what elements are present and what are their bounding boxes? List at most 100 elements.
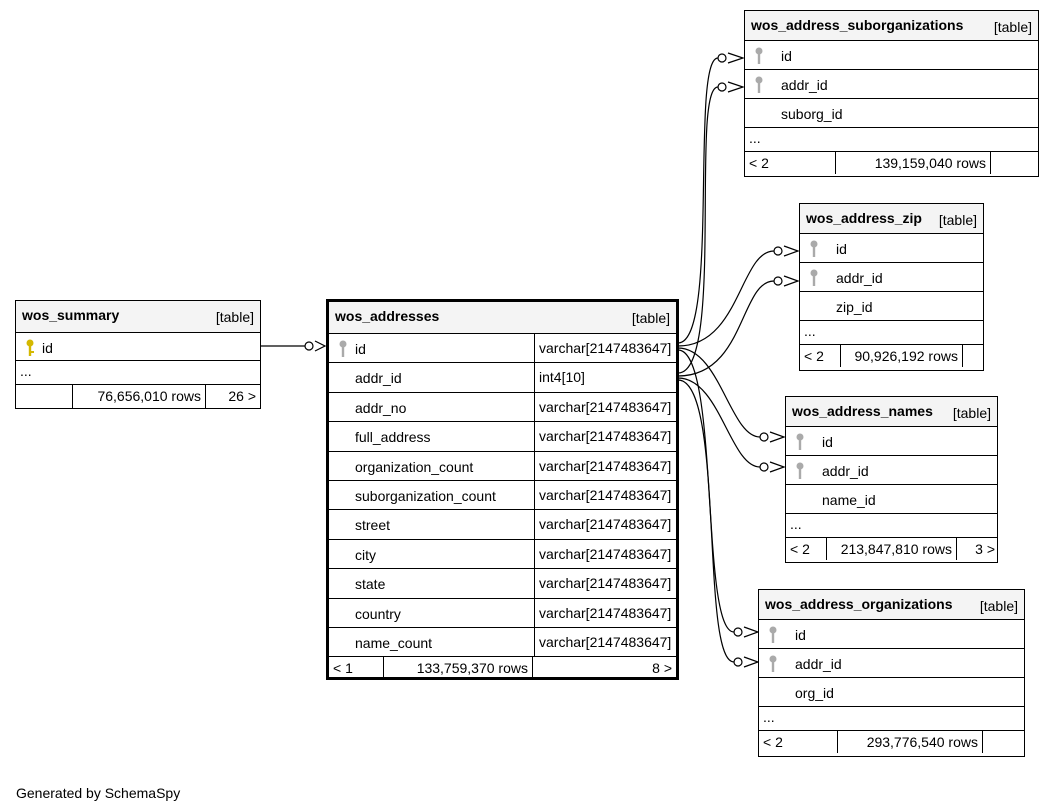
table-kind: [table] (993, 19, 1032, 35)
column-name: city (355, 546, 376, 563)
column-name: addr_id (795, 656, 842, 672)
table-header: wos_summary [table] (16, 301, 260, 333)
column-row: name_id (786, 485, 997, 514)
column-name: organization_count (355, 458, 474, 475)
table-header: wos_addresses [table] (329, 302, 676, 334)
children-count: 3 > (956, 538, 999, 560)
key-icon (755, 47, 763, 64)
column-row: state varchar[2147483647] (329, 569, 676, 599)
column-row: addr_id (786, 456, 997, 485)
table-kind: [table] (631, 310, 670, 326)
column-row: id (800, 234, 983, 263)
column-row: addr_id (745, 70, 1038, 99)
column-row: id (16, 333, 260, 361)
table-wos-address-suborganizations[interactable]: wos_address_suborganizations [table] id add… (744, 10, 1039, 177)
column-name: id (822, 434, 833, 450)
column-name: addr_id (822, 463, 869, 479)
table-wos-addresses[interactable]: wos_addresses [table] id varchar[21474836… (326, 299, 679, 681)
row-count: 90,926,192 rows (840, 345, 962, 367)
key-icon (796, 462, 804, 479)
table-name: wos_address_zip (806, 210, 922, 226)
more-columns: ... (745, 128, 1038, 152)
table-name: wos_address_organizations (765, 596, 953, 612)
column-row: org_id (759, 678, 1024, 707)
table-name: wos_addresses (335, 308, 440, 324)
children-count: 26 > (205, 385, 260, 408)
column-type: varchar[2147483647] (534, 334, 676, 363)
column-name: suborganization_count (355, 487, 496, 504)
table-wos-address-zip[interactable]: wos_address_zip [table] id addr_id zip_id...… (799, 203, 984, 371)
parents-count: < 2 (790, 541, 810, 557)
table-header: wos_address_names[table] (786, 397, 997, 427)
table-footer: < 2 139,159,040 rows (745, 152, 1038, 174)
row-count: 213,847,810 rows (826, 538, 956, 560)
table-header: wos_address_organizations[table] (759, 590, 1024, 620)
more-columns: ... (800, 321, 983, 345)
parents-count: < 2 (763, 734, 783, 750)
column-type: varchar[2147483647] (534, 510, 676, 539)
column-row: addr_no varchar[2147483647] (329, 392, 676, 423)
column-name: addr_id (355, 370, 402, 387)
more-columns: ... (786, 514, 997, 538)
table-name: wos_summary (22, 307, 120, 323)
column-type: varchar[2147483647] (534, 598, 676, 627)
column-name: name_count (355, 634, 433, 651)
table-header: wos_address_zip [table] (800, 204, 983, 234)
column-name: addr_id (781, 77, 828, 93)
column-type: varchar[2147483647] (534, 392, 676, 422)
column-type: varchar[2147483647] (534, 422, 676, 451)
table-name: wos_address_suborganizations (751, 17, 964, 33)
table-kind: [table] (952, 405, 991, 421)
row-count: 139,159,040 rows (835, 152, 990, 174)
column-row: zip_id (800, 292, 983, 321)
row-count: 76,656,010 rows (72, 385, 205, 408)
column-row: id (745, 41, 1038, 70)
column-name: suborg_id (781, 106, 843, 122)
column-row: addr_id (800, 263, 983, 292)
column-row: suborganization_count varchar[2147483647] (329, 480, 676, 511)
parents-count: < 2 (804, 348, 824, 364)
table-header: wos_address_suborganizations [table] (745, 11, 1038, 41)
column-row: organization_count varchar[2147483647] (329, 451, 676, 481)
column-row: addr_id int4[10] (329, 363, 676, 393)
parents-count (16, 385, 72, 408)
column-name: id (355, 341, 366, 357)
column-name: zip_id (836, 299, 873, 315)
row-count: 133,759,370 rows (383, 657, 532, 681)
key-icon (755, 76, 763, 93)
table-footer: 76,656,010 rows 26 > (16, 385, 260, 408)
column-name: org_id (795, 685, 834, 701)
column-name: street (355, 517, 391, 534)
table-kind: [table] (215, 309, 254, 325)
column-row: id (759, 620, 1024, 649)
key-icon (810, 240, 818, 257)
table-wos-summary[interactable]: wos_summary [table] id ... 76,656,010 ro… (15, 300, 261, 409)
parents-count: < 2 (749, 155, 769, 171)
column-name: id (795, 627, 806, 643)
primary-key-icon (26, 339, 34, 356)
column-name: addr_no (355, 399, 407, 416)
column-type: varchar[2147483647] (534, 569, 676, 598)
parents-count: < 1 (333, 660, 353, 677)
table-footer: < 2 90,926,192 rows (800, 345, 983, 367)
column-type: varchar[2147483647] (534, 451, 676, 480)
table-wos-address-names[interactable]: wos_address_names[table]id addr_id name_id… (785, 396, 998, 563)
column-name: state (355, 576, 386, 593)
column-row: suborg_id (745, 99, 1038, 128)
table-footer: < 1 133,759,370 rows 8 > (329, 657, 676, 681)
column-type: varchar[2147483647] (534, 480, 676, 510)
column-type: int4[10] (534, 363, 676, 392)
column-name: full_address (355, 429, 431, 446)
column-name: id (836, 241, 847, 257)
children-count: 8 > (532, 657, 676, 681)
column-row: id (786, 427, 997, 456)
column-name: id (781, 48, 792, 64)
more-columns: ... (759, 707, 1024, 731)
column-name: country (355, 605, 401, 622)
column-row: addr_id (759, 649, 1024, 678)
table-wos-address-organizations[interactable]: wos_address_organizations[table]id addr_i… (758, 589, 1025, 757)
table-kind: [table] (938, 212, 977, 228)
more-columns: ... (16, 361, 260, 385)
